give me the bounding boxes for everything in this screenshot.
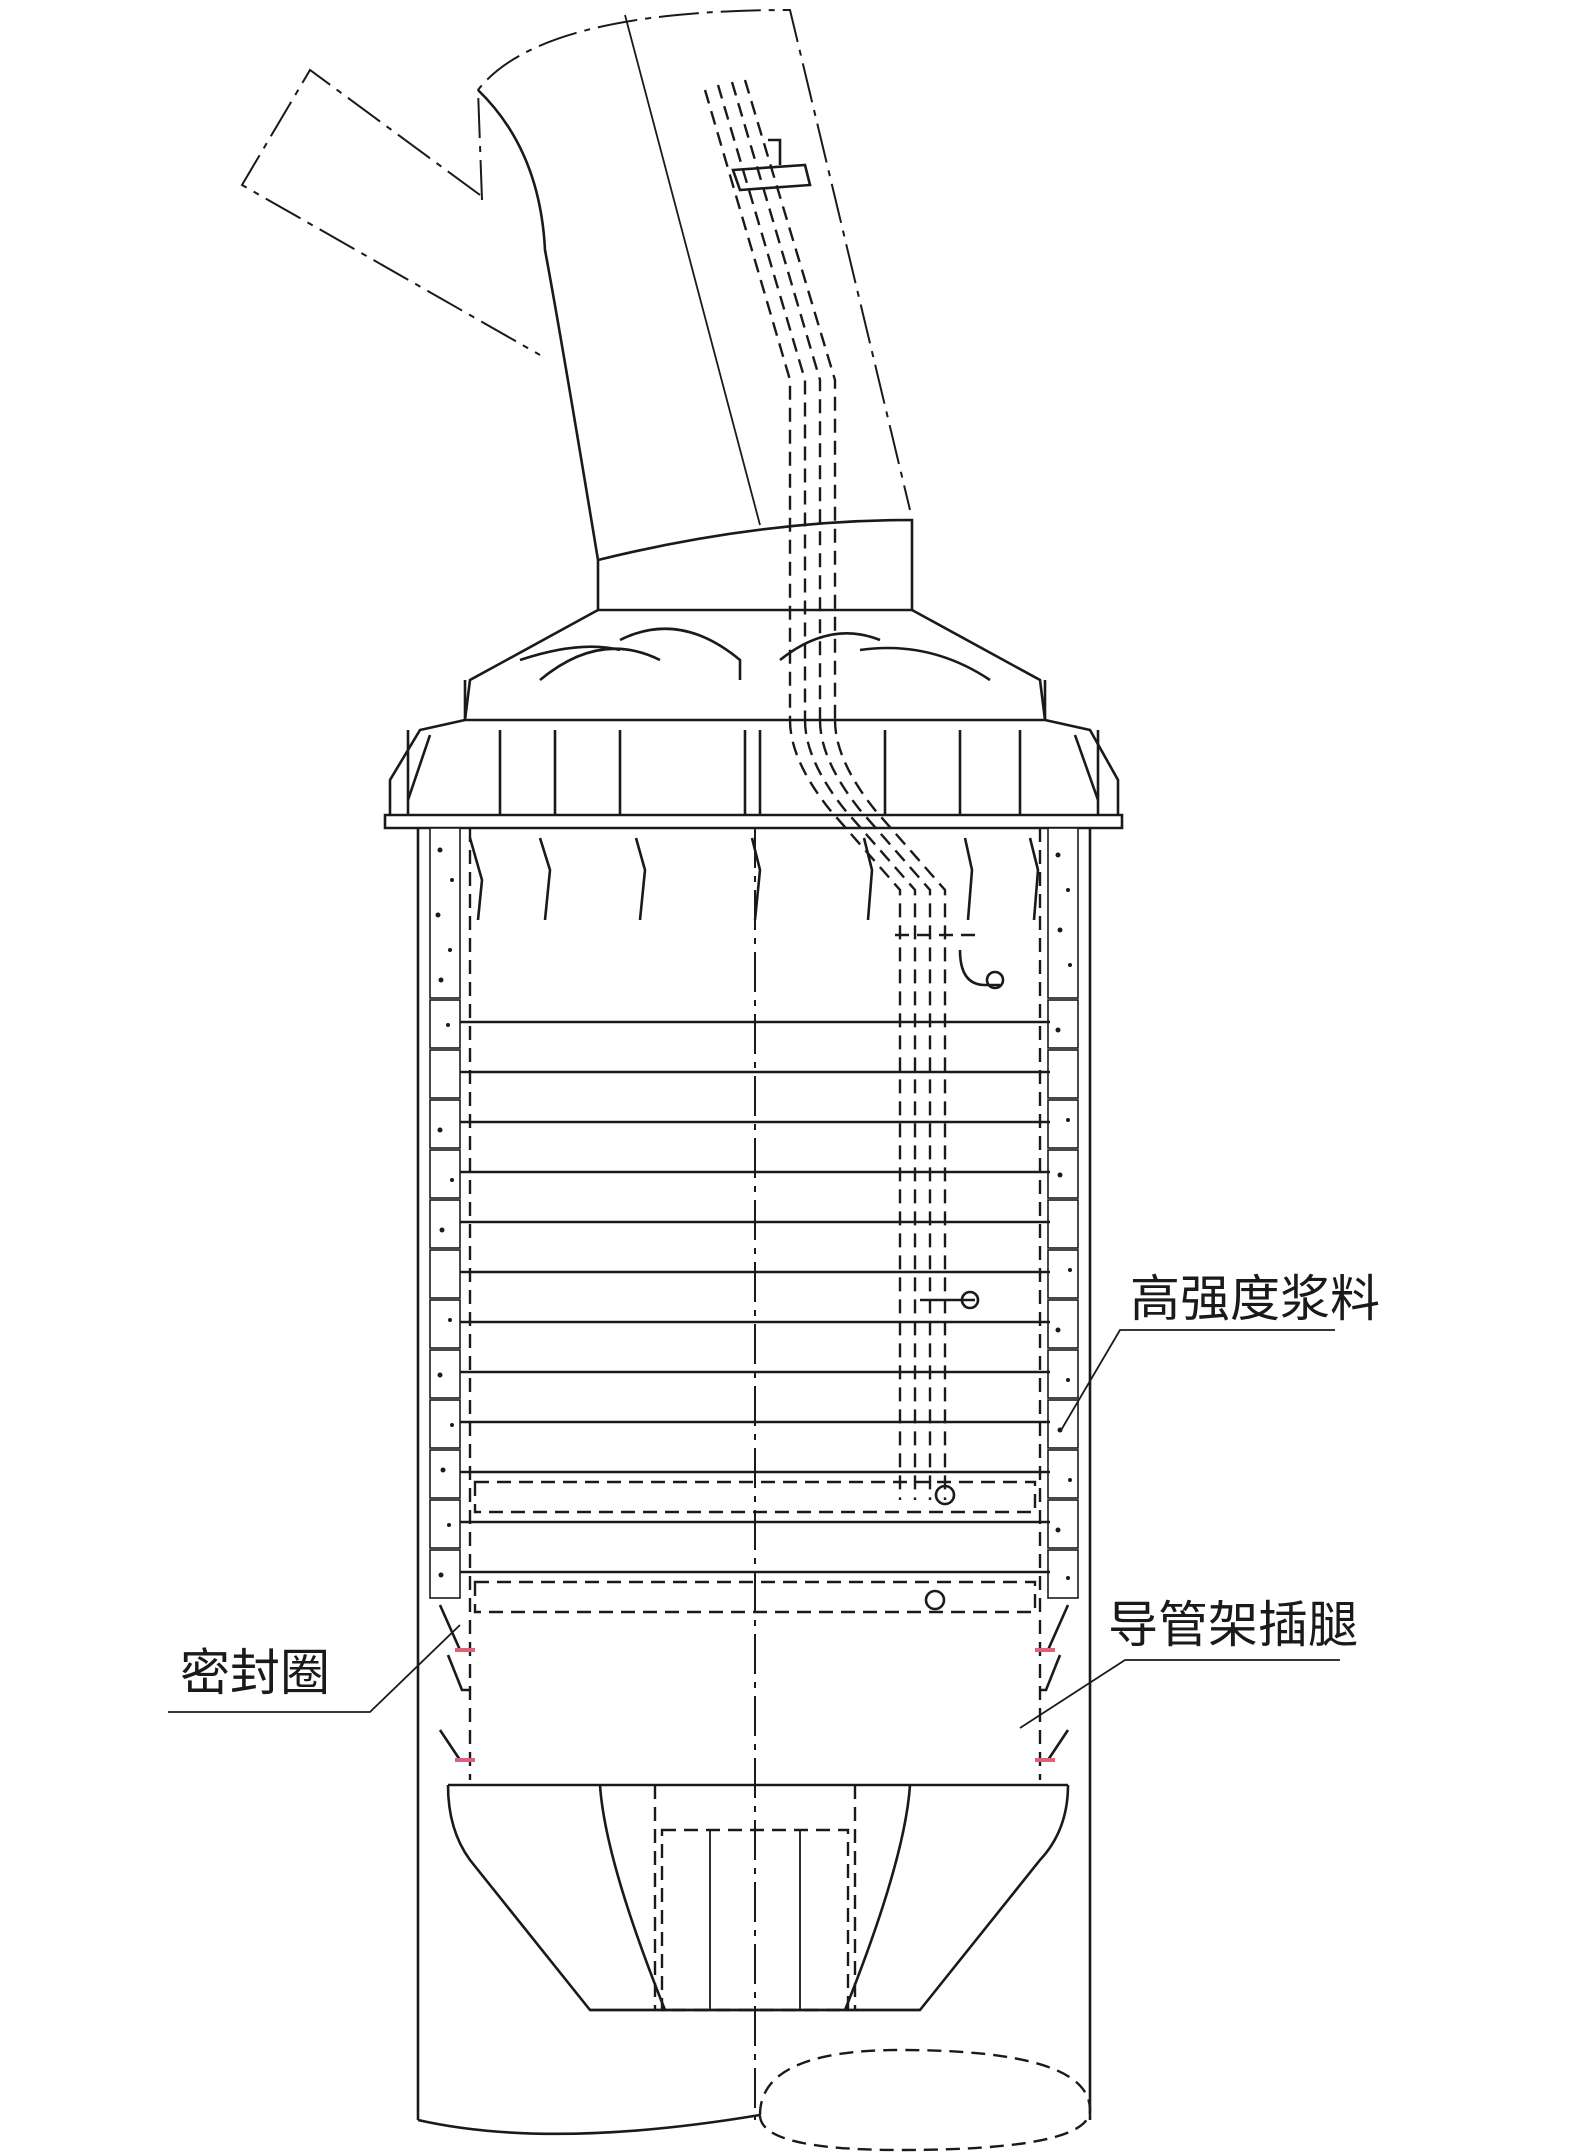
cone-stiffeners	[388, 608, 1120, 815]
seal-rings	[438, 1604, 1070, 1762]
grout-fill-left	[429, 827, 461, 1599]
grout-pipes-lower	[788, 719, 1005, 1611]
outer-sleeve	[416, 828, 1092, 2136]
upper-inclined-pile	[240, 8, 914, 612]
label-grout-group: 高强度浆料	[1059, 1270, 1380, 1433]
flange-hooks	[468, 837, 1040, 921]
bottom-pile-ellipse	[758, 2048, 1092, 2152]
grout-pipes-upper	[703, 79, 837, 720]
label-grout: 高强度浆料	[1130, 1270, 1380, 1328]
label-seal-ring-group: 密封圈	[168, 1624, 461, 1713]
grout-bottom-bands	[473, 1480, 1037, 1614]
label-seal-ring: 密封圈	[180, 1644, 330, 1702]
grout-fill-right	[1047, 827, 1079, 1599]
grout-speckles	[435, 847, 1072, 1580]
inner-pile	[468, 828, 1042, 2120]
shear-keys	[460, 1020, 1050, 1574]
label-sleeve-leg-group: 导管架插腿	[1019, 1596, 1358, 1729]
bottom-guide-cone	[446, 1783, 1070, 2012]
top-flange-plate	[383, 730, 1124, 830]
label-sleeve-leg: 导管架插腿	[1108, 1596, 1358, 1654]
